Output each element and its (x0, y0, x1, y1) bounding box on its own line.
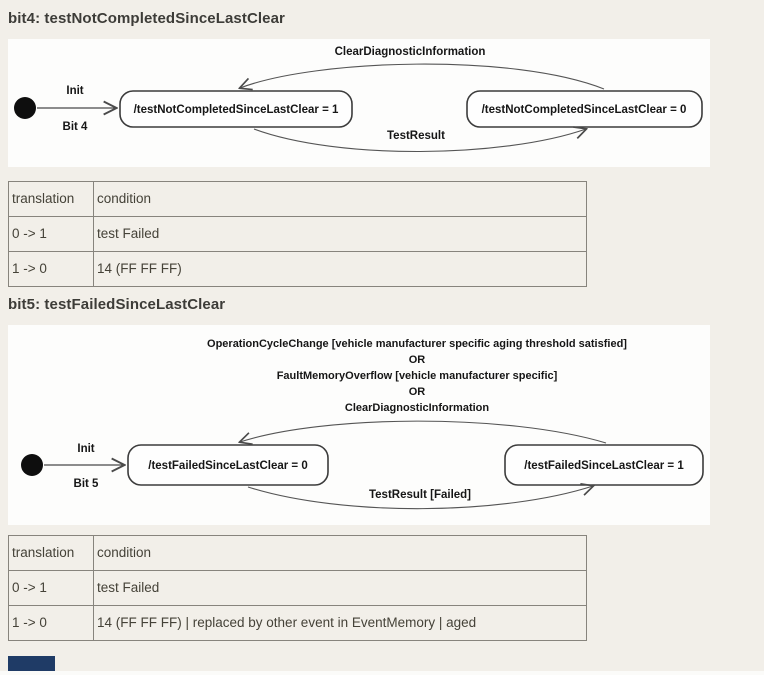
header-condition: condition (93, 535, 587, 571)
state-left-label: /testNotCompletedSinceLastClear = 1 (134, 104, 339, 116)
page-bottom-strip (0, 671, 764, 675)
table-row: 0 -> 1 test Failed (8, 216, 587, 252)
translation-table-bit5: translation condition 0 -> 1 test Failed… (8, 535, 587, 641)
bit-number-label: Bit 4 (63, 121, 89, 133)
cell-translation: 0 -> 1 (8, 570, 94, 606)
initial-state-node (21, 454, 43, 476)
state-right-label: /testNotCompletedSinceLastClear = 0 (482, 104, 687, 116)
cell-condition: test Failed (93, 216, 587, 252)
header-translation: translation (8, 181, 94, 217)
translation-table-bit4: translation condition 0 -> 1 test Failed… (8, 181, 587, 287)
table-row: 1 -> 0 14 (FF FF FF) (8, 251, 587, 287)
transition-top-label-line5: ClearDiagnosticInformation (345, 402, 490, 414)
state-box-right (504, 444, 704, 486)
transition-curve-top (240, 420, 607, 443)
cell-translation: 1 -> 0 (8, 251, 94, 287)
state-right-label: /testFailedSinceLastClear = 1 (524, 460, 684, 472)
state-diagram-bit5-svg: OperationCycleChange [vehicle manufactur… (21, 338, 704, 510)
table-row: 0 -> 1 test Failed (8, 570, 587, 606)
state-box-left (119, 90, 353, 128)
cell-translation: 1 -> 0 (8, 605, 94, 641)
bit-number-label: Bit 5 (74, 478, 100, 490)
cell-translation: 0 -> 1 (8, 216, 94, 252)
cell-condition: 14 (FF FF FF) | replaced by other event … (93, 605, 587, 641)
init-transition-label: Init (66, 85, 83, 97)
table-row: 1 -> 0 14 (FF FF FF) | replaced by other… (8, 605, 587, 641)
transition-curve-bottom (247, 486, 593, 510)
cell-condition: 14 (FF FF FF) (93, 251, 587, 287)
header-condition: condition (93, 181, 587, 217)
transition-top-label: ClearDiagnosticInformation (335, 46, 486, 58)
section-heading-bit5: bit5: testFailedSinceLastClear (8, 296, 226, 313)
section-heading-bit4: bit4: testNotCompletedSinceLastClear (8, 10, 285, 27)
transition-top-label-line2: OR (409, 354, 426, 366)
cell-condition: test Failed (93, 570, 587, 606)
transition-curve-top (240, 63, 605, 89)
documentation-page: bit4: testNotCompletedSinceLastClear Ini… (8, 10, 710, 641)
next-section-partial-element (8, 656, 55, 671)
init-transition-label: Init (77, 443, 94, 455)
transition-top-label-line4: OR (409, 386, 426, 398)
transition-bottom-label: TestResult (387, 130, 445, 142)
transition-top-label-line1: OperationCycleChange [vehicle manufactur… (207, 338, 627, 350)
transition-curve-bottom (253, 129, 586, 153)
table-header-row: translation condition (8, 535, 587, 571)
header-translation: translation (8, 535, 94, 571)
transition-bottom-label: TestResult [Failed] (369, 489, 471, 501)
state-diagram-bit4-svg: Init Bit 4 /testNotCompletedSinceLastCle… (14, 46, 703, 153)
state-box-left (127, 444, 329, 486)
table-header-row: translation condition (8, 181, 587, 217)
initial-state-node (14, 97, 36, 119)
state-diagram-bit4: Init Bit 4 /testNotCompletedSinceLastCle… (8, 39, 710, 167)
state-diagram-bit5: OperationCycleChange [vehicle manufactur… (8, 325, 710, 525)
state-left-label: /testFailedSinceLastClear = 0 (148, 460, 307, 472)
transition-top-label-line3: FaultMemoryOverflow [vehicle manufacture… (277, 370, 558, 382)
